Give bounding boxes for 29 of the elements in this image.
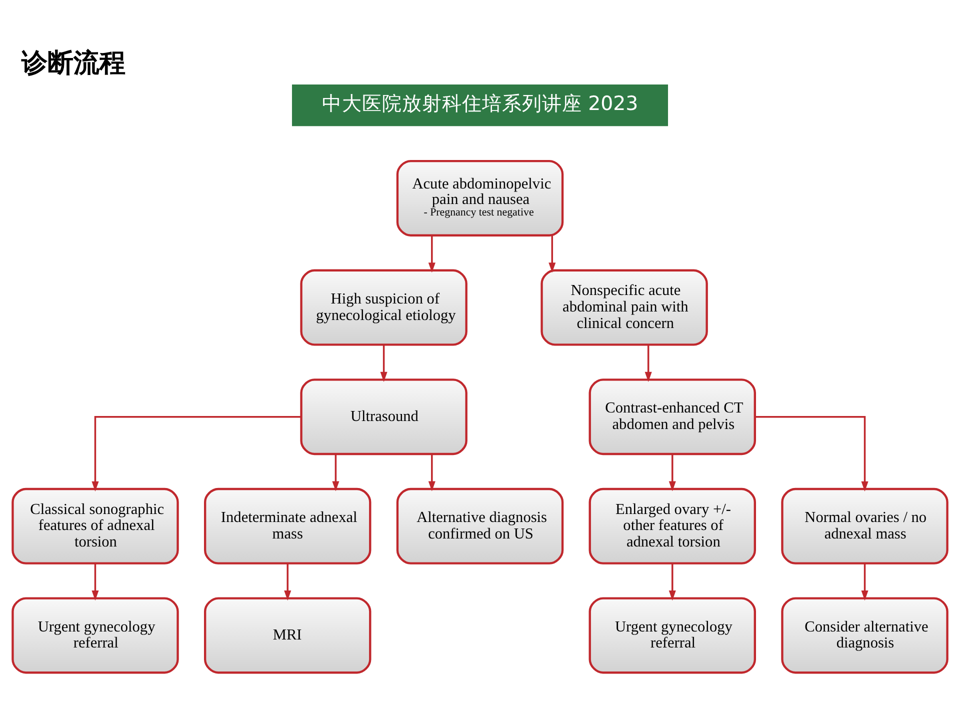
arrow (428, 454, 436, 492)
diagram-title: 诊断流程 (21, 48, 126, 79)
node-box: Consider alternative diagnosis (781, 597, 948, 674)
node-box: Ultrasound (300, 378, 468, 456)
node-box: High suspicion of gynecological etiology (300, 269, 468, 346)
label: 中大医院放射科住培系列讲座 2023 (322, 92, 638, 116)
node-box: Urgent gynecology referral (12, 597, 179, 674)
node-box: Enlarged ovary +/- other features of adnexal torsion (588, 488, 756, 564)
arrow (861, 563, 868, 601)
arrow (668, 454, 676, 492)
node-box: Indeterminate adnexal mass (204, 488, 372, 564)
node-box: Acute abdominopelvic pain and nausea - Pregnancy test negative (396, 160, 564, 236)
node-box: MRI (204, 597, 372, 674)
node-box: Classical sonographic features of adnexal torsion (12, 488, 179, 564)
arrow (332, 454, 340, 492)
node-box: Urgent gynecology referral (588, 597, 756, 674)
arrow (644, 344, 652, 382)
node-box: Alternative diagnosis confirmed on US (396, 488, 564, 564)
node-box: Normal ovaries / no adnexal mass (781, 488, 948, 564)
arrow (548, 236, 556, 273)
arrow (755, 416, 868, 492)
arrow (668, 563, 676, 601)
arrow (428, 236, 436, 273)
arrow (284, 563, 292, 601)
node-box: Contrast-enhanced CT abdomen and pelvis (588, 378, 756, 456)
arrow (92, 416, 302, 492)
arrow (380, 344, 388, 382)
node-box: Nonspecific acute abdominal pain with clinical concern (540, 269, 708, 346)
arrow (92, 563, 99, 601)
